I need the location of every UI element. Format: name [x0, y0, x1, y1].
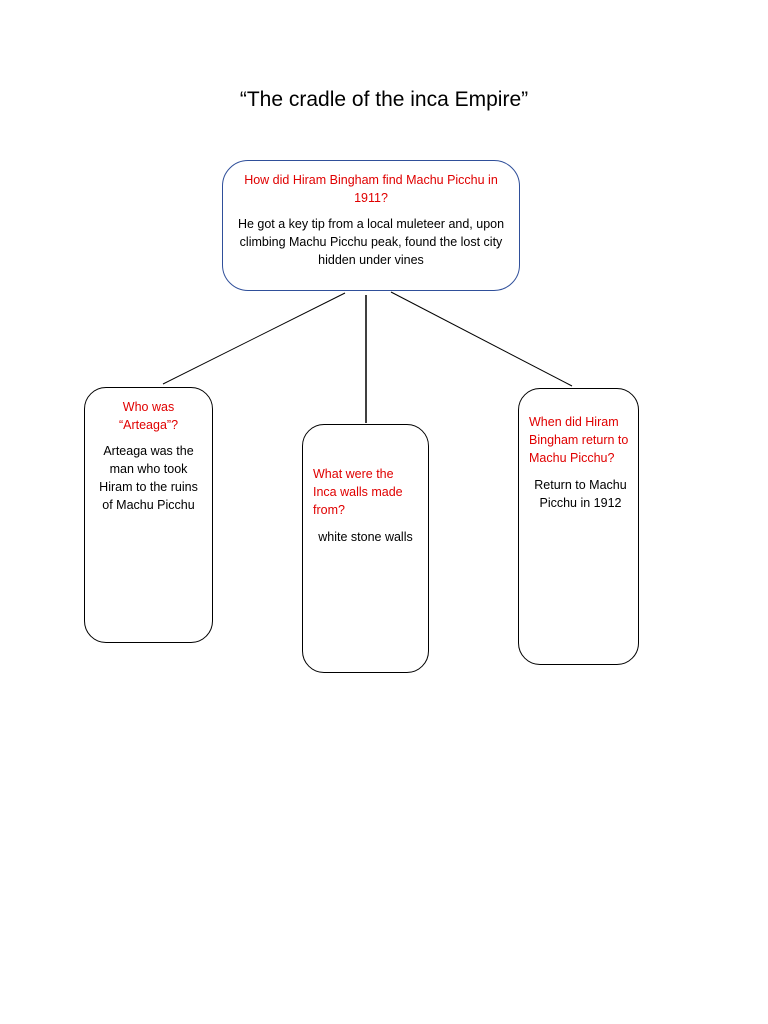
inca-walls-answer: white stone walls [318, 530, 413, 544]
main-answer: He got a key tip from a local muleteer a… [237, 217, 505, 267]
page-title: “The cradle of the inca Empire” [239, 88, 529, 111]
main-question: How did Hiram Bingham find Machu Picchu … [244, 173, 498, 205]
connector-main-to-right [390, 291, 573, 387]
inca-walls-question: What were the Inca walls made from? [313, 467, 403, 517]
main-question-box: How did Hiram Bingham find Machu Picchu … [222, 160, 520, 291]
inca-walls-question-box: What were the Inca walls made from? whit… [302, 424, 429, 673]
connector-main-to-left [162, 292, 346, 385]
return-question-box: When did Hiram Bingham return to Machu P… [518, 388, 639, 665]
arteaga-question-box: Who was “Arteaga”? Arteaga was the man w… [84, 387, 213, 643]
return-answer: Return to Machu Picchu in 1912 [534, 478, 627, 510]
arteaga-answer: Arteaga was the man who took Hiram to th… [99, 444, 198, 512]
arteaga-question: Who was “Arteaga”? [118, 400, 179, 432]
return-question: When did Hiram Bingham return to Machu P… [529, 415, 629, 465]
